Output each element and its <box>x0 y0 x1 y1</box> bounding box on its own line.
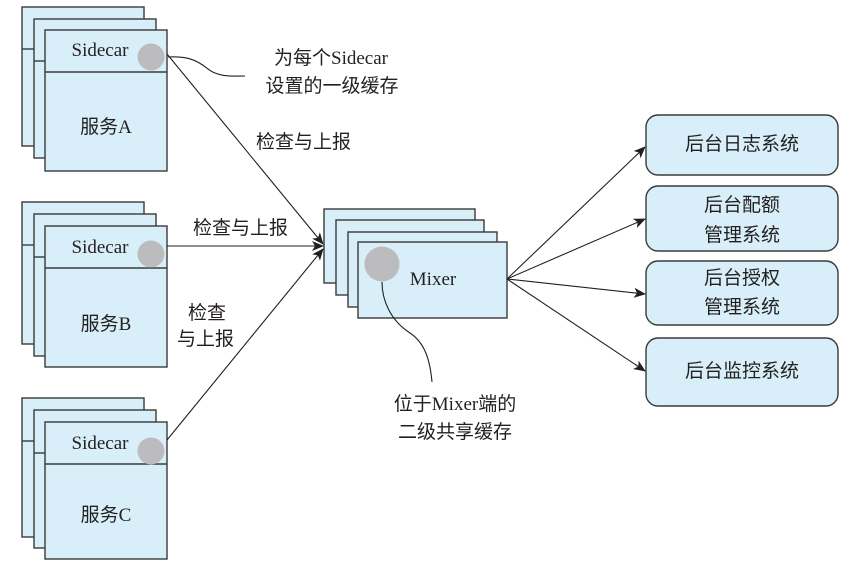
arrow-mixer-to-monitor <box>506 278 646 372</box>
backend-auth-label-line1: 后台授权 <box>703 268 780 289</box>
backend-quota-label-line2: 管理系统 <box>703 225 780 246</box>
sidecar-a-label: Sidecar <box>71 40 129 61</box>
service-c-label: 服务C <box>80 505 132 526</box>
sidecar-c-cache-icon <box>137 437 165 465</box>
sidecar-cache-callout-line <box>167 56 246 77</box>
arrow-a-to-mixer <box>166 53 324 245</box>
sidecar-cache-note-line1: 为每个Sidecar <box>274 48 388 69</box>
backend-quota-box[interactable] <box>645 185 839 252</box>
service-group-c <box>21 397 168 560</box>
mixer-cache-note-line1: 位于Mixer端的 <box>393 394 517 415</box>
mixer-cache-icon <box>364 246 400 282</box>
service-b-label: 服务B <box>80 314 132 335</box>
sidecar-a-cache-icon <box>137 43 165 71</box>
arrow-mixer-to-log <box>506 146 646 280</box>
sidecar-c-label: Sidecar <box>71 433 129 454</box>
arrow-mixer-to-quota <box>506 218 646 280</box>
mixer-group <box>323 208 508 319</box>
backend-monitor-box[interactable] <box>645 337 839 407</box>
mixer-cache-note-line2: 二级共享缓存 <box>397 422 512 443</box>
edge-label-a: 检查与上报 <box>256 132 352 153</box>
backend-monitor-label: 后台监控系统 <box>684 361 799 382</box>
backend-log-box[interactable] <box>645 114 839 176</box>
service-a-label: 服务A <box>80 117 132 138</box>
service-group-a <box>21 6 168 172</box>
sidecar-cache-note-line2: 设置的一级缓存 <box>265 76 399 97</box>
service-group-b <box>21 201 168 368</box>
backend-auth-label-line2: 管理系统 <box>703 297 780 318</box>
arrow-c-to-mixer <box>166 248 324 441</box>
edge-label-c-line1: 检查 <box>188 303 227 324</box>
sidecar-b-label: Sidecar <box>71 237 129 258</box>
backend-log-label: 后台日志系统 <box>684 134 799 155</box>
mixer-label: Mixer <box>409 269 457 290</box>
backend-quota-label-line1: 后台配额 <box>703 195 780 216</box>
edge-label-b: 检查与上报 <box>193 218 289 239</box>
sidecar-b-cache-icon <box>137 240 165 268</box>
arrow-mixer-to-auth <box>506 278 646 298</box>
edge-label-c-line2: 与上报 <box>177 329 235 350</box>
backend-auth-box[interactable] <box>645 260 839 326</box>
mixer-cache-callout-line <box>381 281 433 383</box>
